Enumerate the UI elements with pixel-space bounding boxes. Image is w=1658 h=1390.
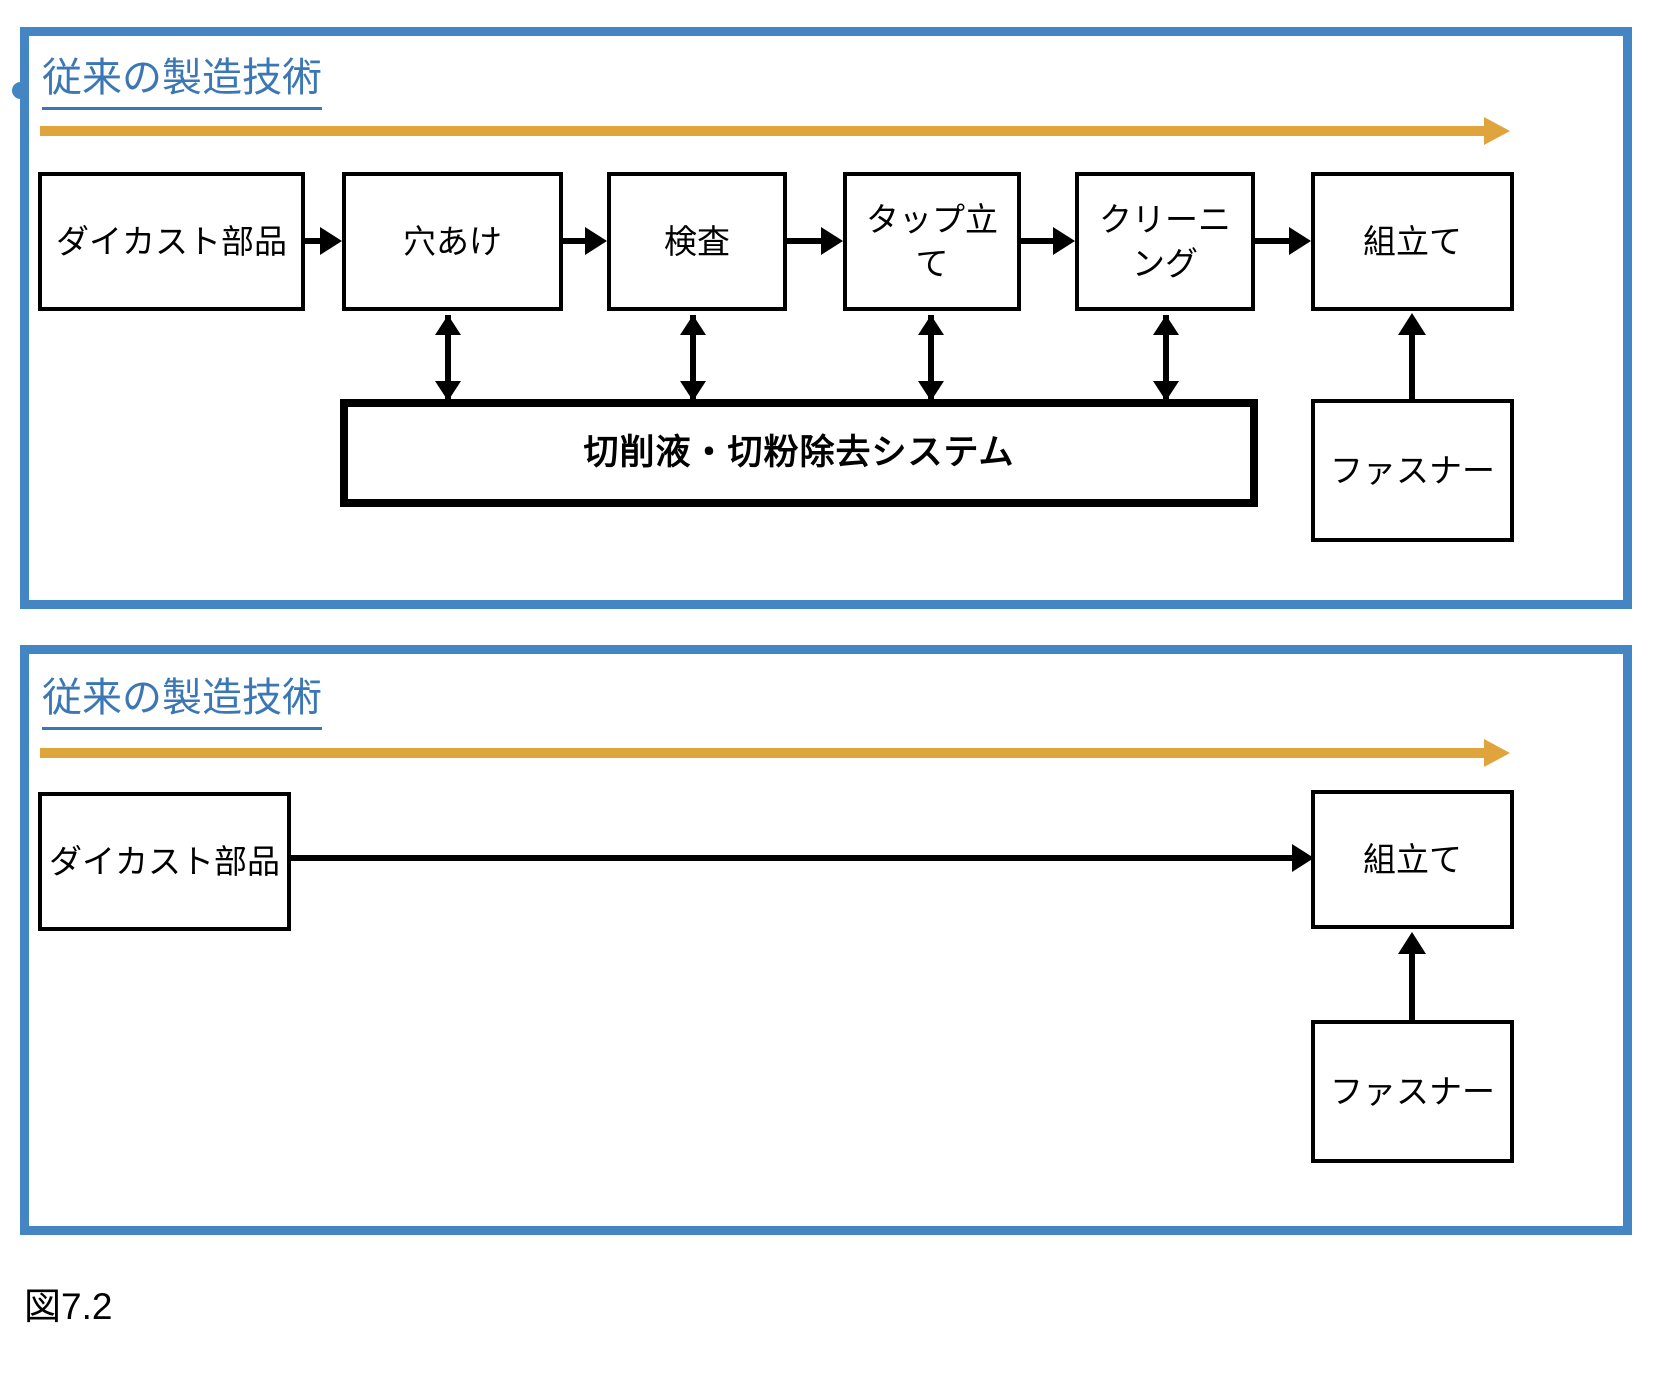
arrow-head-icon xyxy=(1289,227,1311,255)
box-label: 組立て xyxy=(1363,222,1462,260)
arrow-head-up-icon xyxy=(435,315,461,335)
panel-conventional-process-detailed xyxy=(20,27,1632,609)
panel-1-progress-arrow xyxy=(40,117,1510,145)
arrow-head-up-icon xyxy=(918,315,944,335)
connector-inspection-to-tapping xyxy=(787,227,843,255)
box-label: 穴あけ xyxy=(403,222,502,260)
connector-shaft xyxy=(563,238,587,244)
connector-fastener-to-assembly xyxy=(1398,313,1426,401)
connector-shaft xyxy=(291,855,1294,861)
arrow-head-icon xyxy=(1053,227,1075,255)
progress-arrow-shaft xyxy=(40,748,1484,758)
panel-bullet-icon xyxy=(12,82,29,99)
progress-arrow-head-icon xyxy=(1484,739,1510,767)
box-label: ダイカスト部品 xyxy=(56,222,287,260)
arrow-head-icon xyxy=(320,227,342,255)
box-tapping[interactable]: タップ立て xyxy=(843,172,1021,311)
progress-arrow-shaft xyxy=(40,126,1484,136)
box-label: 組立て xyxy=(1363,840,1462,878)
panel-2-progress-arrow xyxy=(40,739,1510,767)
connector-drilling-to-inspection xyxy=(563,227,607,255)
box-label: ファスナー xyxy=(1330,1072,1495,1110)
connector-shaft xyxy=(928,315,934,401)
arrow-head-down-icon xyxy=(1153,381,1179,401)
box-coolant-chip-removal-system[interactable]: 切削液・切粉除去システム xyxy=(340,399,1258,507)
box-assembly-2[interactable]: 組立て xyxy=(1311,790,1514,929)
arrow-head-down-icon xyxy=(435,381,461,401)
connector-diecast-to-drilling xyxy=(305,227,342,255)
arrow-head-up-icon xyxy=(680,315,706,335)
arrow-head-up-icon xyxy=(1398,313,1426,335)
connector-shaft xyxy=(1409,329,1415,401)
box-drilling[interactable]: 穴あけ xyxy=(342,172,563,311)
box-inspection[interactable]: 検査 xyxy=(607,172,787,311)
box-label: クリーニング xyxy=(1099,200,1231,282)
panel-1-title: 従来の製造技術 xyxy=(42,58,322,110)
arrow-head-icon xyxy=(1292,844,1314,872)
connector-shaft xyxy=(305,238,322,244)
connector-cleaning-to-assembly xyxy=(1255,227,1311,255)
box-fastener-2[interactable]: ファスナー xyxy=(1311,1020,1514,1163)
connector-shaft xyxy=(1255,238,1291,244)
connector-shaft xyxy=(690,315,696,401)
panel-2-title: 従来の製造技術 xyxy=(42,678,322,730)
connector-fastener-to-assembly-2 xyxy=(1398,932,1426,1022)
box-diecast-part-2[interactable]: ダイカスト部品 xyxy=(38,792,291,931)
arrow-head-down-icon xyxy=(918,381,944,401)
connector-cleaning-to-system xyxy=(1153,315,1179,401)
box-label: タップ立て xyxy=(866,200,998,282)
arrow-head-icon xyxy=(585,227,607,255)
connector-shaft xyxy=(1163,315,1169,401)
arrow-head-up-icon xyxy=(1398,932,1426,954)
connector-shaft xyxy=(445,315,451,401)
box-cleaning[interactable]: クリーニング xyxy=(1075,172,1255,311)
panel-1-title-text: 従来の製造技術 xyxy=(42,58,322,110)
box-label: ファスナー xyxy=(1330,451,1495,489)
connector-shaft xyxy=(787,238,823,244)
arrow-head-up-icon xyxy=(1153,315,1179,335)
box-label: 切削液・切粉除去システム xyxy=(583,432,1015,472)
panel-2-title-text: 従来の製造技術 xyxy=(42,678,322,730)
progress-arrow-head-icon xyxy=(1484,117,1510,145)
box-assembly[interactable]: 組立て xyxy=(1311,172,1514,311)
box-diecast-part[interactable]: ダイカスト部品 xyxy=(38,172,305,311)
connector-drilling-to-system xyxy=(435,315,461,401)
connector-shaft xyxy=(1409,948,1415,1022)
connector-inspection-to-system xyxy=(680,315,706,401)
connector-diecast-to-assembly-2 xyxy=(291,844,1314,872)
box-fastener[interactable]: ファスナー xyxy=(1311,399,1514,542)
connector-shaft xyxy=(1021,238,1055,244)
arrow-head-down-icon xyxy=(680,381,706,401)
connector-tapping-to-cleaning xyxy=(1021,227,1075,255)
box-label: 検査 xyxy=(664,222,730,260)
box-label: ダイカスト部品 xyxy=(49,842,280,880)
figure-caption: 図7.2 xyxy=(24,1286,113,1327)
connector-tapping-to-system xyxy=(918,315,944,401)
arrow-head-icon xyxy=(821,227,843,255)
